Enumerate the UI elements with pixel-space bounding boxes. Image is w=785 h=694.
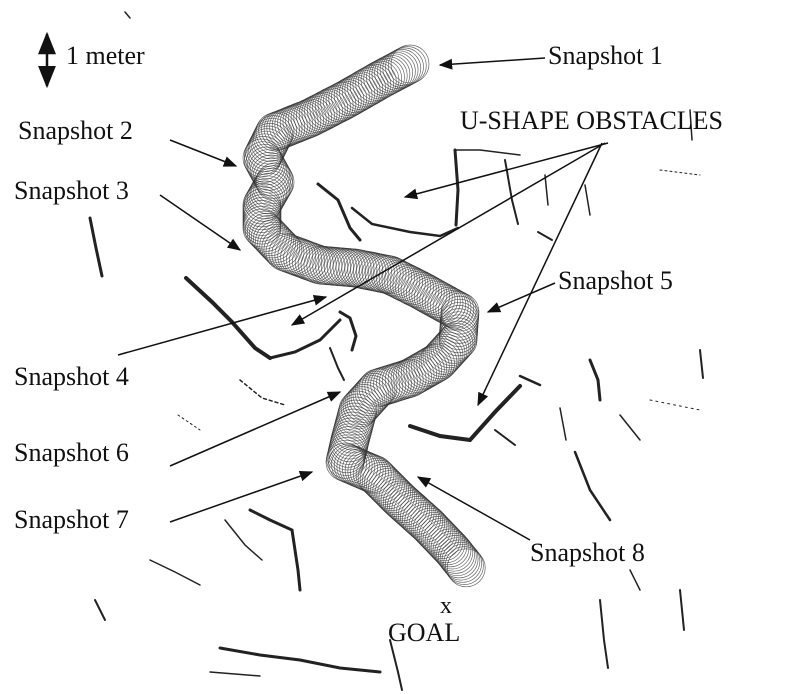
label-snapshot-4: Snapshot 4 xyxy=(14,364,129,390)
label-snapshot-6: Snapshot 6 xyxy=(14,440,129,466)
arrow-obstacle-1 xyxy=(405,143,608,197)
arrow-snapshot-2 xyxy=(170,140,236,166)
arrow-snapshot-5 xyxy=(488,283,555,312)
goal-marker: x xyxy=(440,594,452,618)
label-snapshot-1: Snapshot 1 xyxy=(548,43,663,69)
label-snapshot-5: Snapshot 5 xyxy=(558,268,673,294)
arrow-snapshot-1 xyxy=(440,58,545,65)
label-snapshot-3: Snapshot 3 xyxy=(14,178,129,204)
arrow-obstacle-2 xyxy=(292,143,605,325)
label-goal: GOAL xyxy=(388,620,460,646)
arrow-snapshot-6 xyxy=(170,392,340,466)
label-snapshot-7: Snapshot 7 xyxy=(14,507,129,533)
label-snapshot-8: Snapshot 8 xyxy=(530,540,645,566)
robot-trajectory xyxy=(243,45,485,587)
arrow-snapshot-4 xyxy=(118,297,326,355)
label-obstacles: U-SHAPE OBSTACLES xyxy=(460,108,723,134)
label-snapshot-2: Snapshot 2 xyxy=(18,118,133,144)
arrow-snapshot-7 xyxy=(170,472,312,522)
trajectory-circle xyxy=(447,549,485,587)
arrow-snapshot-3 xyxy=(160,195,240,250)
scale-label: 1 meter xyxy=(66,43,145,69)
